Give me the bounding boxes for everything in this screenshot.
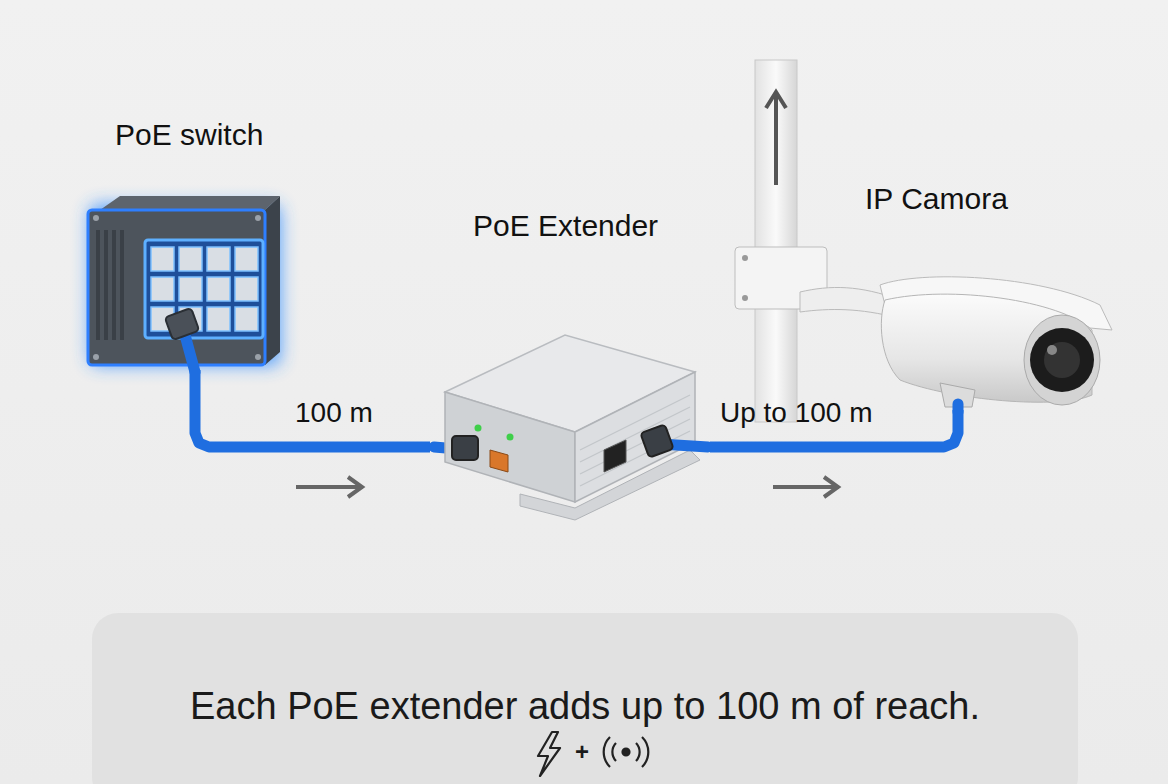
power-icon: [538, 732, 560, 776]
network-icon: [604, 737, 649, 767]
cable-length: Up to 100 m: [720, 397, 873, 429]
device-label: IP Camora: [865, 181, 1008, 217]
poe-switch-illustration: [88, 196, 280, 372]
device-node: PoE Extender: [430, 205, 710, 510]
cable-length: 100 m: [295, 397, 373, 429]
direction-arrow: [296, 477, 838, 497]
ethernet-cable: [195, 370, 430, 447]
caption: Each PoE extender adds up to 100 m of re…: [92, 684, 1078, 728]
ethernet-cable: [710, 410, 958, 447]
ip-camera-illustration: [735, 60, 1112, 422]
device-node: PoE switch: [85, 115, 295, 370]
device-label: PoE Extender: [473, 208, 658, 244]
poe-extender-illustration: [434, 335, 708, 520]
caption-panel: [92, 613, 1078, 784]
device-node: IP Camora: [850, 178, 1125, 410]
device-label: PoE switch: [115, 117, 263, 153]
icon-separator: +: [575, 738, 589, 766]
